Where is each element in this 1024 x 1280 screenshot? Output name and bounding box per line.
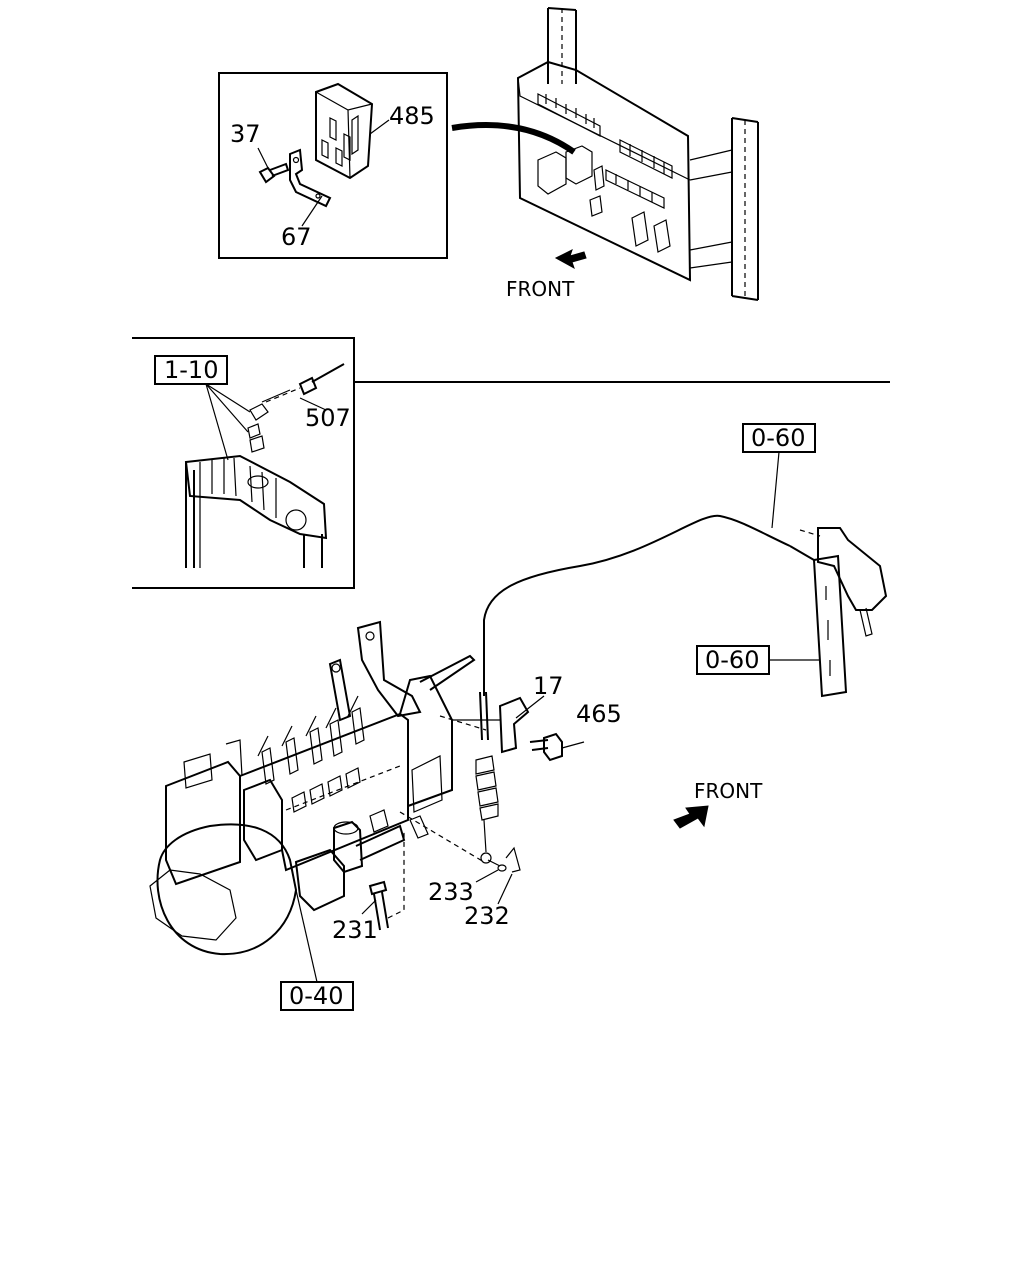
ref-0-60-top-group: 0-60 bbox=[742, 423, 816, 529]
arrow-down-left-icon bbox=[554, 249, 587, 270]
relay-485-drawing bbox=[315, 82, 374, 180]
label-507: 507 bbox=[305, 404, 351, 432]
label-17: 17 bbox=[533, 672, 564, 700]
ref-0-60-top[interactable]: 0-60 bbox=[751, 424, 805, 452]
sensor-inset: 1-10 507 bbox=[132, 337, 890, 589]
ref-0-60-mid[interactable]: 0-60 bbox=[705, 646, 759, 674]
label-465: 465 bbox=[576, 700, 622, 728]
front-label-top: FRONT bbox=[506, 277, 575, 301]
label-232: 232 bbox=[464, 902, 510, 930]
ref-0-40[interactable]: 0-40 bbox=[289, 982, 343, 1010]
front-indicator-top: FRONT bbox=[506, 249, 587, 301]
label-233: 233 bbox=[428, 878, 474, 906]
bracket-67-drawing bbox=[289, 148, 332, 208]
ref-1-10[interactable]: 1-10 bbox=[164, 356, 218, 384]
arrow-up-right-icon bbox=[673, 805, 709, 829]
label-485: 485 bbox=[389, 102, 435, 130]
ref-0-60-mid-group: 0-60 bbox=[696, 645, 820, 675]
relay-inset: 37 485 67 bbox=[218, 72, 448, 259]
label-37: 37 bbox=[230, 120, 261, 148]
front-label-main: FRONT bbox=[694, 779, 763, 803]
injection-pump-drawing bbox=[149, 620, 563, 956]
throttle-cable-drawing bbox=[475, 514, 888, 864]
label-231: 231 bbox=[332, 916, 378, 944]
label-67: 67 bbox=[281, 223, 312, 251]
callout-connector bbox=[451, 122, 576, 155]
bolt-37-drawing bbox=[258, 162, 290, 184]
relay-panel-drawing bbox=[516, 7, 759, 301]
main-labels: 17 465 FRONT 233 232 231 0-40 bbox=[280, 672, 763, 1011]
